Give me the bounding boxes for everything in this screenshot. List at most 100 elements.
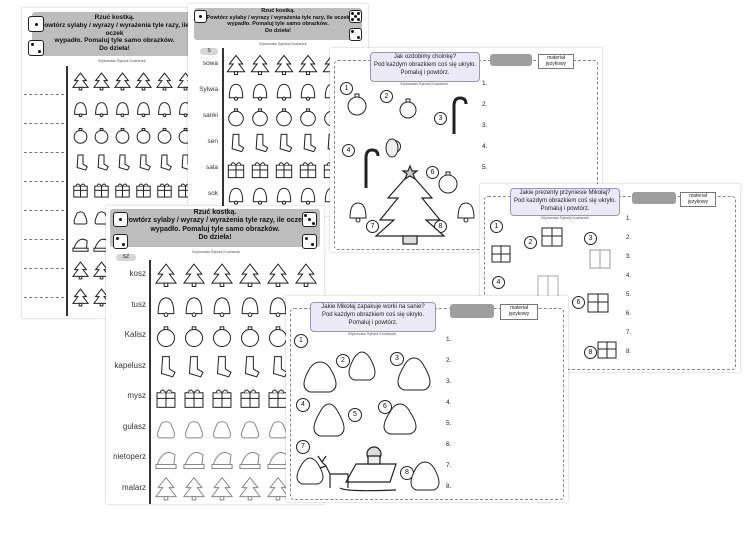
tree-icon [71, 72, 90, 91]
picture-number-circle: 2 [336, 354, 350, 368]
sock-icon [216, 356, 232, 378]
column-divider [149, 260, 151, 504]
column-divider [222, 48, 224, 216]
tree-icon [182, 263, 206, 287]
instruction-line: Do dzieła! [99, 45, 130, 53]
tree-icon [182, 476, 206, 501]
hat-icon [183, 452, 205, 470]
ball-icon [73, 127, 88, 144]
tag-line: językowy [687, 199, 709, 205]
tree-icon [274, 54, 294, 76]
sock-icon [118, 154, 130, 171]
bell-icon [300, 187, 316, 205]
sock-icon [188, 356, 204, 378]
answer-number: 4. [446, 399, 452, 406]
grey-label-box [632, 192, 676, 204]
bell-icon [137, 102, 150, 118]
gift-icon [136, 183, 151, 198]
ball-icon [136, 127, 151, 144]
bell-icon [300, 83, 316, 101]
hat-icon [155, 452, 177, 470]
instruction-line: wypadło. Pomaluj tyle samo obrazków. [227, 21, 329, 28]
bell-icon [241, 297, 259, 318]
word-label: sok [207, 190, 218, 197]
gift-icon [268, 389, 288, 408]
author-credit: Wykonała Sylwia Kozłanek [192, 249, 240, 254]
tree-icon [155, 72, 174, 91]
row-separator [24, 297, 64, 298]
answer-number: 6. [626, 311, 632, 317]
answer-number: 1. [482, 80, 488, 87]
sock-icon [160, 356, 176, 378]
tree-icon [250, 54, 270, 76]
tree-icon [92, 72, 111, 91]
tree-icon [266, 263, 290, 287]
answer-number: 7. [446, 462, 452, 469]
word-label: mysz [127, 391, 146, 400]
instruction-line: wypadło. Pomaluj tyle samo obrazków. [54, 37, 175, 45]
die-two-icon [28, 40, 44, 56]
sack-icon [156, 421, 176, 439]
row-separator [24, 239, 64, 240]
tree-icon [266, 476, 290, 501]
picture-number-circle: 8 [584, 346, 597, 359]
language-material-tag: materiał językowy [538, 54, 574, 69]
row-separator [24, 94, 64, 95]
instruction-line: Rzuć kostką. [94, 14, 135, 21]
picture-number-circle: 4 [342, 144, 355, 157]
sock-icon [139, 154, 151, 171]
picture-number-circle: 6 [378, 400, 392, 414]
picture-number-circle: 5 [348, 408, 362, 422]
grey-label-box [450, 304, 494, 318]
instruction-line: Rzuć kostką. [193, 209, 237, 216]
sock-icon [160, 154, 172, 171]
christmas-tree-icon [374, 164, 446, 245]
gift-icon [299, 162, 317, 179]
answer-number: 8. [626, 349, 632, 355]
word-label: kapelusz [114, 360, 146, 370]
instruction-line: Powtórz sylaby / wyrazy / wyrażenia tyle… [124, 217, 306, 225]
picture-number-circle: 6 [426, 166, 439, 179]
tag-line: językowy [508, 311, 530, 317]
tree-icon [226, 54, 246, 76]
ball-icon [94, 127, 109, 144]
dice-worksheet-back: Rzuć kostką. Powtórz sylaby / wyrazy / w… [22, 8, 202, 318]
ball-icon [228, 108, 244, 127]
gift-icon [94, 183, 109, 198]
die-two-icon [113, 234, 128, 249]
word-label: malarz [121, 482, 146, 492]
sound-label-pill: S [200, 48, 218, 55]
author-credit: Wykonała Sylwia Kozłanek [259, 41, 307, 46]
row-separator [24, 210, 64, 211]
answer-number: 3. [482, 122, 488, 129]
gift-icon [240, 389, 260, 408]
grey-label-box [490, 54, 532, 66]
sack-icon [184, 421, 204, 439]
ball-icon [156, 326, 176, 348]
picture-number-circle: 1 [490, 220, 503, 233]
bell-icon [276, 187, 292, 205]
sack-icon [212, 421, 232, 439]
bell-icon [74, 102, 87, 118]
question-line: Pod każdym obrazkiem coś się ukryło. [513, 198, 617, 204]
bell-icon [252, 187, 268, 205]
tree-icon [238, 476, 262, 501]
picture-number-circle: 2 [380, 90, 393, 103]
author-credit: Wykonała Sylwia Kozłanek [98, 58, 146, 63]
die-one-icon [194, 10, 207, 23]
sack-icon [73, 211, 88, 225]
tree-icon [294, 263, 318, 287]
answer-number: 4. [626, 273, 632, 279]
picture-number-circle: 3 [434, 112, 447, 125]
bell-icon [276, 83, 292, 101]
word-label: nietoperz [113, 452, 146, 461]
ball-icon [240, 326, 260, 348]
instruction-line: wypadło. Pomaluj tyle samo obrazków. [150, 225, 280, 233]
word-label: Sylwia [199, 86, 218, 93]
sock-icon [244, 356, 260, 378]
reindeer-icon [317, 455, 349, 488]
picture-number-circle: 1 [340, 82, 353, 95]
picture-number-circle: 7 [296, 440, 310, 454]
question-line: Pomaluj i powtórz. [348, 320, 398, 326]
language-material-tag: materiał językowy [500, 304, 538, 320]
